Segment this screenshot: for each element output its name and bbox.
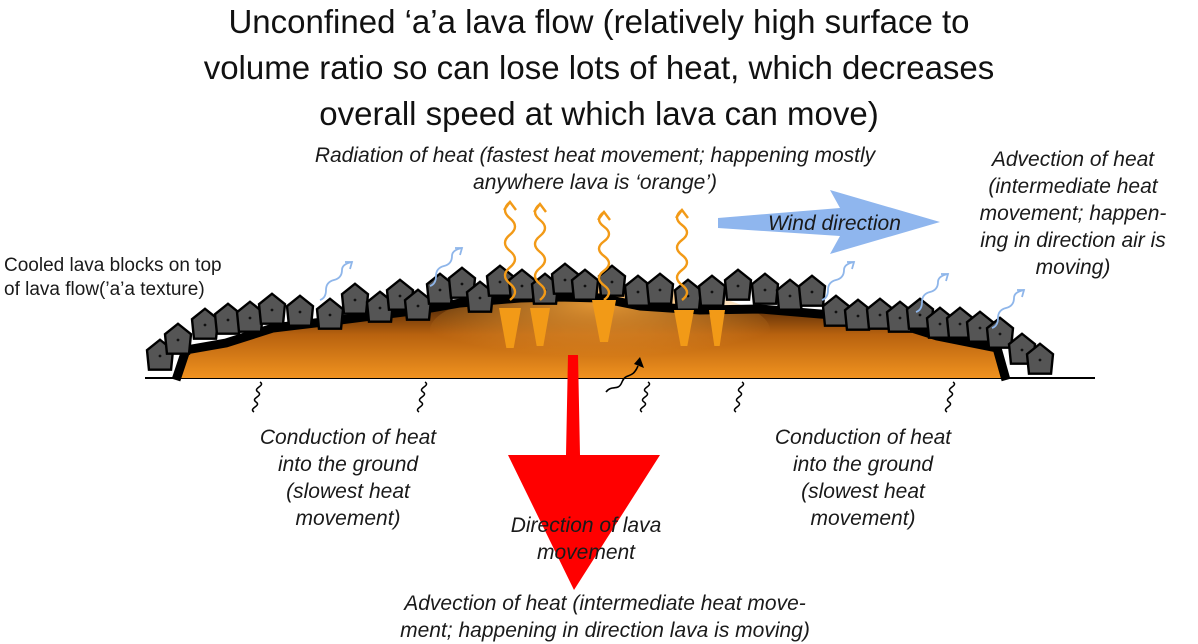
advection-air-arrows <box>319 247 1026 329</box>
internal-advection-squiggle-icon <box>605 365 639 393</box>
cooled-lava-blocks <box>145 262 1055 375</box>
cooled-lava-block-dot <box>460 282 464 286</box>
cooled-lava-block-dot <box>918 313 922 317</box>
cooled-lava-block-dot <box>610 280 614 284</box>
radiation-cone <box>530 308 550 346</box>
title-line-3: overall speed at which lava can move) <box>319 95 879 132</box>
cooled-lava-block-dot <box>834 310 838 314</box>
radiation-arrows <box>503 200 689 301</box>
cooled-lava-block-dot <box>1038 358 1042 362</box>
advection-air-arrow <box>991 289 1025 329</box>
cooled-blocks-label: Cooled lava blocks on top of lava flow(’… <box>4 255 222 300</box>
lava-direction-label: Direction of lava movement <box>510 514 662 564</box>
radiation-arrow <box>675 209 689 301</box>
advection-lava-label: Advection of heat (intermediate heat mov… <box>400 592 810 642</box>
wind-direction-arrow <box>718 190 940 254</box>
radiation-cones <box>499 300 725 348</box>
conduction-squiggle-icon <box>639 381 651 413</box>
radiation-cone <box>709 310 725 346</box>
advection-air-arrowhead <box>847 261 856 270</box>
cooled-lava-block-dot <box>248 316 252 320</box>
advection-air-arrow <box>319 261 353 301</box>
advection-air-arrow <box>915 273 949 313</box>
conduction-squiggle-icon <box>251 381 263 413</box>
conduction-squiggles <box>251 381 956 413</box>
radiation-arrowhead <box>597 210 611 221</box>
conduction-squiggle-icon <box>944 381 956 413</box>
cooled-lava-block-dot <box>226 318 230 322</box>
cooled-lava-block-dot <box>958 322 962 326</box>
radiation-arrowhead <box>503 200 517 211</box>
radiation-cone <box>674 310 694 346</box>
advection-air-label: Advection of heat (intermediate heat mov… <box>979 148 1167 279</box>
cooled-lava-block-dot <box>978 326 982 330</box>
cooled-lava-block-dot <box>563 278 567 282</box>
cooled-lava-block-dot <box>636 290 640 294</box>
cooled-lava-block-dot <box>736 284 740 288</box>
cooled-lava-block-dot <box>878 313 882 317</box>
advection-air-arrow <box>429 247 463 287</box>
cooled-lava-block-dot <box>353 298 357 302</box>
title-line-2: volume ratio so can lose lots of heat, w… <box>203 49 995 86</box>
cooled-lava-block-dot <box>398 294 402 298</box>
cooled-lava-block-dot <box>498 280 502 284</box>
wind-direction-label: Wind direction <box>768 212 901 235</box>
radiation-arrowhead <box>533 202 547 213</box>
cooled-lava-block-dot <box>763 288 767 292</box>
radiation-arrowhead <box>675 208 689 219</box>
cooled-lava-block-dot <box>998 332 1002 336</box>
cooled-lava-block-dot <box>270 308 274 312</box>
cooled-lava-block-dot <box>658 288 662 292</box>
cooled-lava-block-dot <box>520 284 524 288</box>
advection-air-arrowhead <box>1017 289 1026 298</box>
radiation-arrow <box>597 211 611 301</box>
cooled-lava-block-dot <box>583 284 587 288</box>
cooled-lava-block-dot <box>438 288 442 292</box>
radiation-cone <box>499 308 521 348</box>
lava-direction-arrow <box>508 355 660 590</box>
advection-air-arrowhead <box>455 247 464 256</box>
conduction-squiggle-icon <box>416 381 428 413</box>
cooled-lava-block-dot <box>328 313 332 317</box>
cooled-lava-block-dot <box>938 322 942 326</box>
radiation-label: Radiation of heat (fastest heat movement… <box>314 144 876 194</box>
conduction-left-label: Conduction of heat into the ground (slow… <box>259 426 437 530</box>
advection-air-arrow <box>821 261 855 301</box>
conduction-right-label: Conduction of heat into the ground (slow… <box>774 426 952 530</box>
cooled-lava-block-dot <box>710 290 714 294</box>
cooled-lava-block-dot <box>856 314 860 318</box>
cooled-lava-block-dot <box>176 338 180 342</box>
radiation-arrow <box>533 203 547 301</box>
advection-air-arrowhead <box>345 261 354 270</box>
internal-advection-arrowhead <box>634 357 644 368</box>
cooled-lava-block-dot <box>298 310 302 314</box>
radiation-arrow <box>503 201 517 301</box>
title-line-1: Unconfined ‘a’a lava flow (relatively hi… <box>228 3 970 40</box>
cooled-lava-block-dot <box>158 354 162 358</box>
cooled-lava-block-dot <box>810 290 814 294</box>
cooled-lava-block-dot <box>478 296 482 300</box>
cooled-lava-block-dot <box>898 316 902 320</box>
conduction-squiggle-icon <box>733 381 745 413</box>
advection-air-arrowhead <box>941 273 950 282</box>
cooled-lava-block-dot <box>416 304 420 308</box>
cooled-lava-block-dot <box>1020 348 1024 352</box>
radiation-cone <box>592 300 616 342</box>
cooled-lava-block-dot <box>203 323 207 327</box>
cooled-lava-block-dot <box>378 306 382 310</box>
cooled-lava-block-dot <box>788 294 792 298</box>
